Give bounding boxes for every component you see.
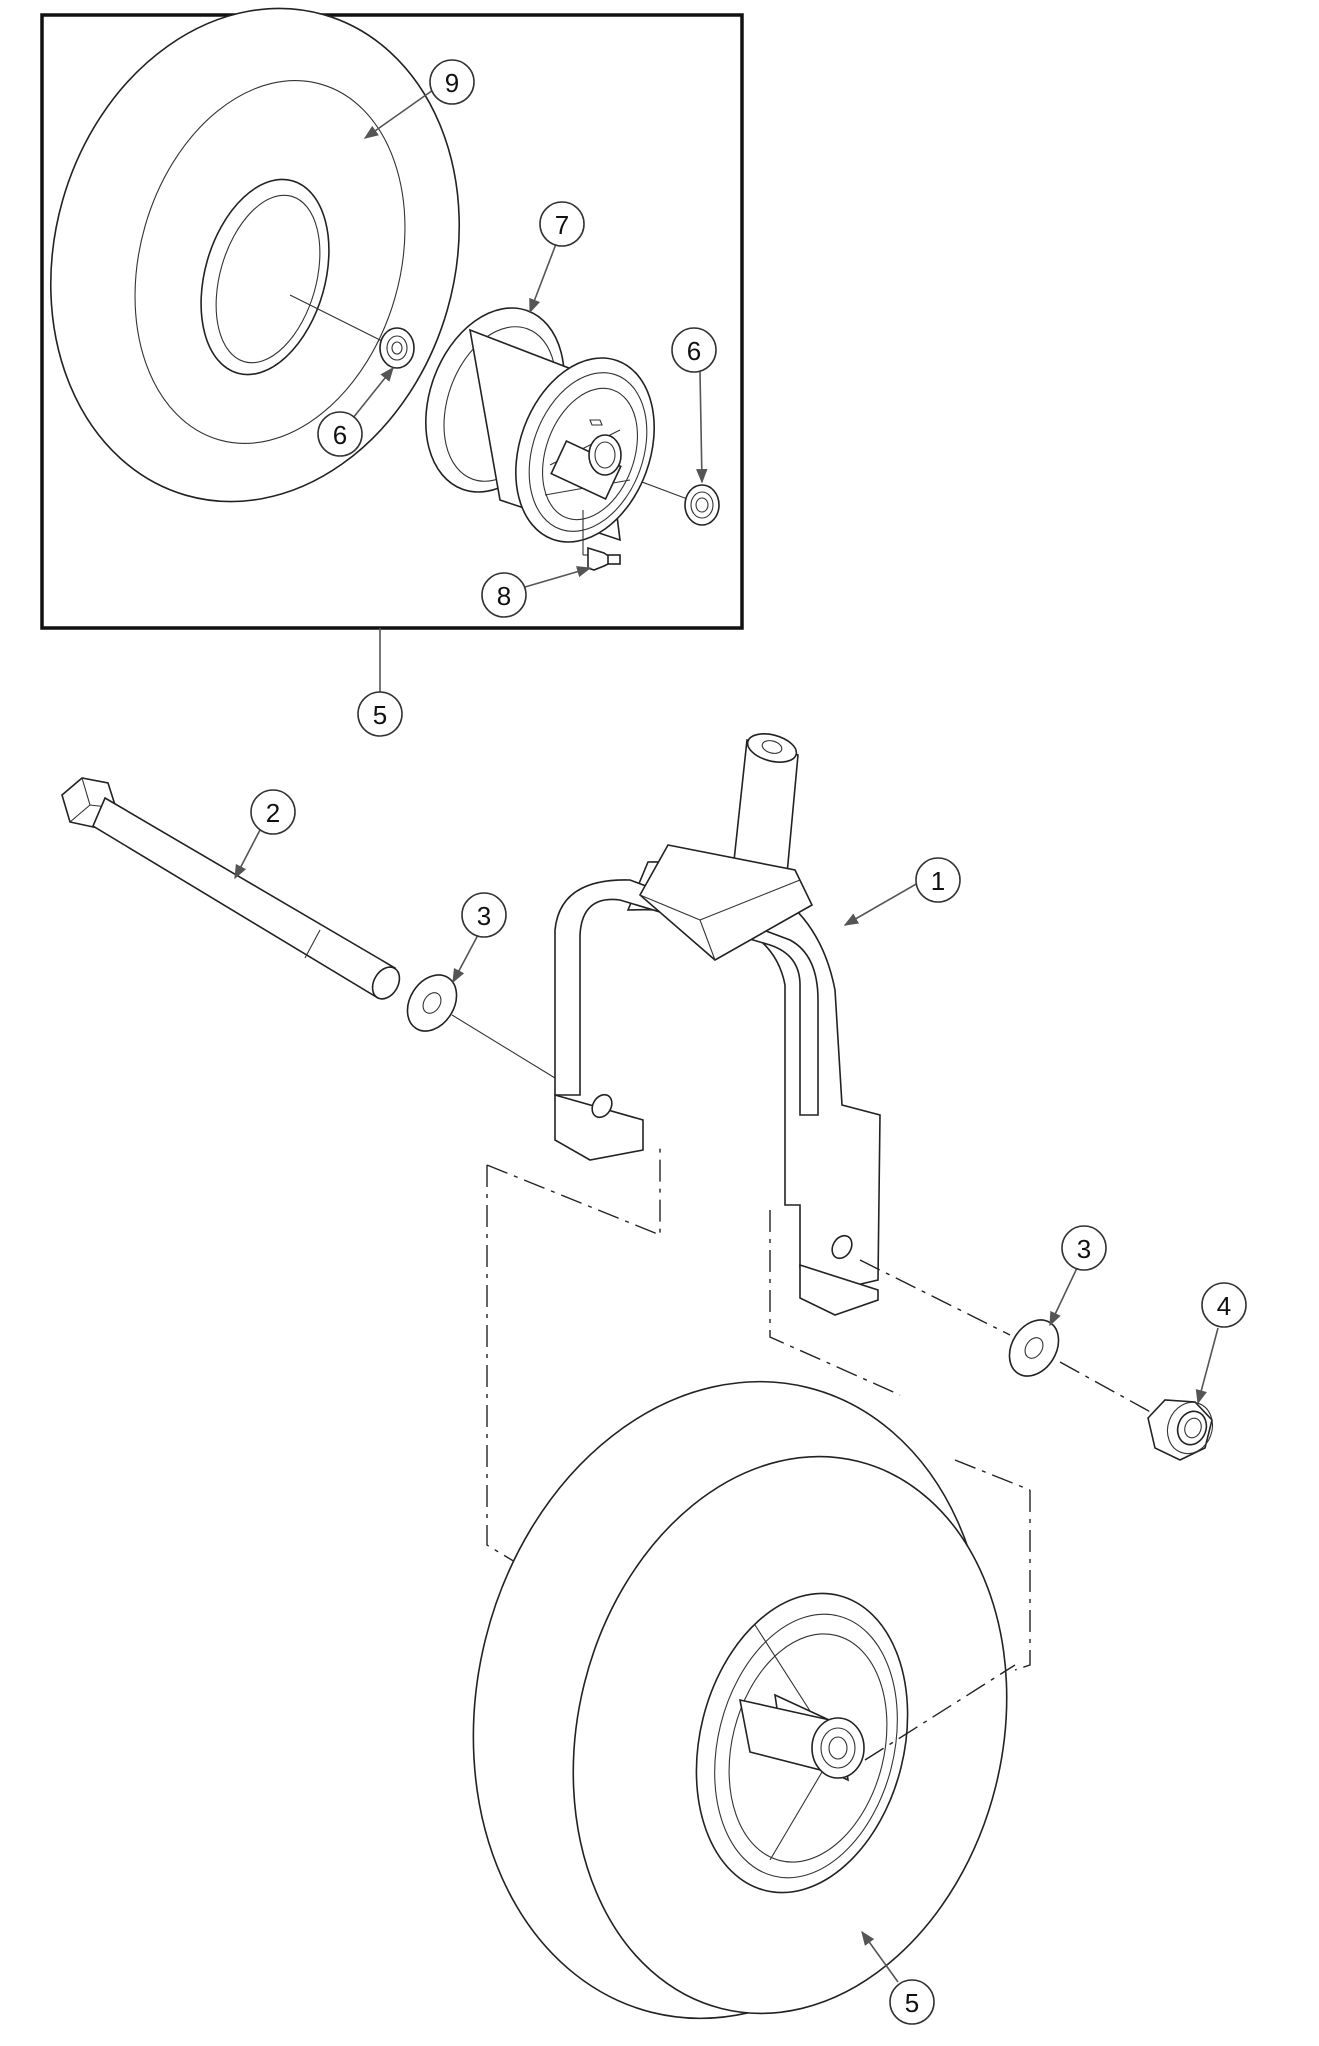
wheel-assembly: [472, 1380, 1016, 2020]
callout-6-left: 6: [333, 420, 347, 450]
callout-6-right: 6: [687, 336, 701, 366]
callout-balloon-7: [539, 201, 585, 247]
callout-balloon-2: [250, 789, 296, 835]
inset-bearing-left: [379, 327, 415, 369]
callout-5-inset: 5: [373, 700, 387, 730]
bolt: [61, 777, 401, 1000]
callout-balloon-1: [915, 857, 961, 903]
callout-2: 2: [266, 798, 280, 828]
inset-bearing-right: [684, 484, 720, 526]
callout-4: 4: [1217, 1291, 1231, 1321]
callout-9: 9: [445, 68, 459, 98]
callout-5: 5: [905, 1988, 919, 2018]
callout-3-right: 3: [1077, 1234, 1091, 1264]
washer-left: [406, 974, 458, 1032]
callout-balloon-8: [481, 572, 527, 618]
callout-balloon-3-left: [461, 892, 507, 938]
callout-3-left: 3: [477, 901, 491, 931]
callout-balloon-3-right: [1061, 1225, 1107, 1271]
inset-tire: [49, 7, 461, 503]
fork: [554, 733, 881, 1316]
lock-nut: [1147, 1399, 1214, 1461]
callout-8: 8: [497, 581, 511, 611]
callout-balloon-4: [1201, 1282, 1247, 1328]
callout-balloon-5: [889, 1979, 935, 2025]
callout-balloon-6-right: [671, 327, 717, 373]
inset-detail-frame: [40, 13, 744, 630]
callout-7: 7: [555, 210, 569, 240]
washer-right: [1008, 1319, 1060, 1377]
inset-rim: [425, 307, 655, 543]
callout-balloon-5-inset: [357, 691, 403, 737]
callout-balloon-9: [429, 59, 475, 105]
callout-balloon-6-left: [317, 411, 363, 457]
callout-1: 1: [931, 866, 945, 896]
